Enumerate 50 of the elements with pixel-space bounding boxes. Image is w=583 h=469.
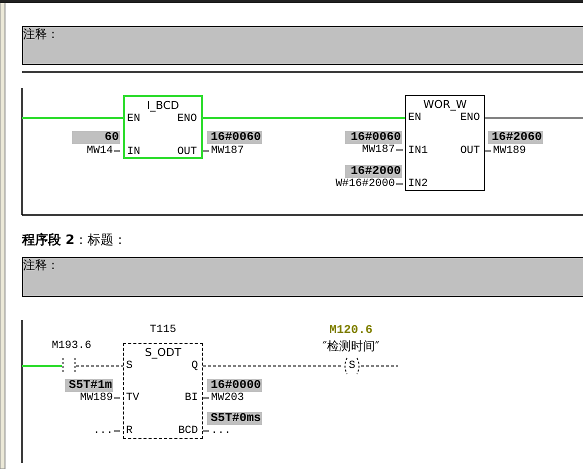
- pin-label: IN: [127, 146, 140, 159]
- pin-label: R: [126, 425, 133, 438]
- rung-wire: [203, 117, 405, 119]
- pin-label: IN2: [408, 178, 428, 191]
- value-readout: S5T#1m: [65, 379, 113, 392]
- block-title: I_BCD: [146, 99, 180, 112]
- operand-label: MW203: [211, 392, 246, 405]
- pin-label: ENO: [177, 113, 197, 126]
- value-readout: 16#0000: [207, 379, 262, 392]
- pin-label: OUT: [177, 146, 197, 159]
- symbol-comment: ″检测时间″: [322, 339, 380, 353]
- pin-label: Q: [191, 360, 198, 373]
- pin-label: TV: [126, 392, 140, 405]
- contact-address: M193.6: [50, 340, 92, 353]
- set-coil: S: [343, 358, 361, 374]
- block-title: S_ODT: [144, 346, 182, 359]
- comment-label: 注释：: [23, 27, 59, 41]
- pin-label: ENO: [460, 112, 480, 125]
- operand-label: MW189: [78, 392, 113, 405]
- coil-address: M120.6: [328, 324, 374, 337]
- operand-label: MW187: [211, 145, 246, 158]
- value-readout: 60: [72, 131, 120, 144]
- value-readout: S5T#0ms: [207, 412, 262, 425]
- value-readout: 16#2060: [488, 131, 543, 144]
- timer-address: T115: [148, 324, 178, 337]
- operand-label: ...: [92, 425, 113, 438]
- pin-label: OUT: [460, 145, 480, 158]
- pin-label: S: [126, 360, 133, 373]
- network-title: 程序段 2：标题：: [22, 234, 127, 248]
- function-block: [123, 95, 203, 159]
- value-readout: 16#2000: [345, 165, 402, 178]
- pin-label: EN: [408, 112, 422, 125]
- value-readout: 16#0060: [207, 131, 262, 144]
- function-block: [405, 95, 485, 191]
- rung-wire: [22, 117, 123, 119]
- function-block: [123, 343, 203, 439]
- operand-label: MW189: [493, 145, 528, 158]
- operand-label: MW14: [86, 145, 113, 158]
- rung-wire: [22, 365, 62, 367]
- operand-label: W#16#2000: [334, 178, 395, 191]
- operand-label: MW187: [360, 144, 395, 157]
- pin-label: IN1: [408, 145, 428, 158]
- pin-label: BCD: [178, 425, 198, 438]
- operand-label: ...: [211, 425, 232, 438]
- pin-label: EN: [127, 113, 140, 126]
- value-readout: 16#0060: [345, 131, 402, 144]
- pin-label: BI: [184, 392, 198, 405]
- comment-label: 注释：: [23, 258, 59, 272]
- block-title: WOR_W: [423, 98, 467, 111]
- contact-symbol: [62, 358, 76, 374]
